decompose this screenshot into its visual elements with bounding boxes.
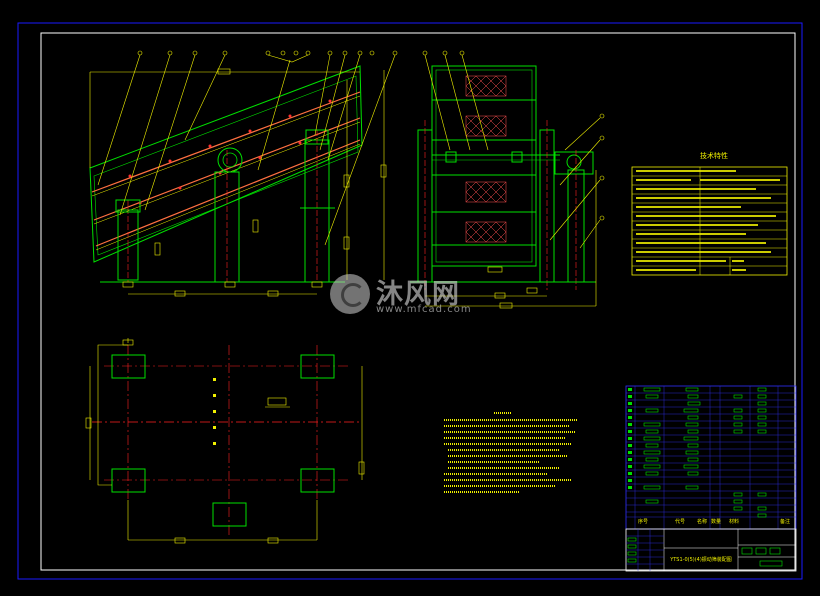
watermark: 沐风网 www.mfcad.com: [330, 272, 500, 322]
header-remark: 备注: [780, 519, 791, 525]
header-material: 材料: [729, 519, 740, 525]
technical-notes: [444, 412, 578, 493]
tech-spec-title: 技术特性: [700, 152, 728, 160]
header-qty: 数量: [711, 519, 722, 525]
tech-spec-table: [631, 166, 788, 276]
mfcad-logo-icon: [330, 274, 370, 314]
side-view: [89, 50, 398, 297]
plan-view: [85, 338, 365, 544]
inner-frame: [40, 32, 796, 571]
header-name: 名称: [697, 519, 708, 525]
outer-border: [17, 22, 803, 580]
watermark-brand: 沐风网: [376, 279, 460, 310]
title-block: [625, 528, 797, 572]
header-index: 序号: [638, 519, 649, 525]
parts-list: [625, 385, 797, 530]
header-code: 代号: [675, 519, 686, 525]
drawing-name: YTS1-0(5)(4)振动筛装配图: [670, 557, 732, 563]
front-view: [410, 50, 605, 309]
watermark-url: www.mfcad.com: [376, 304, 472, 315]
